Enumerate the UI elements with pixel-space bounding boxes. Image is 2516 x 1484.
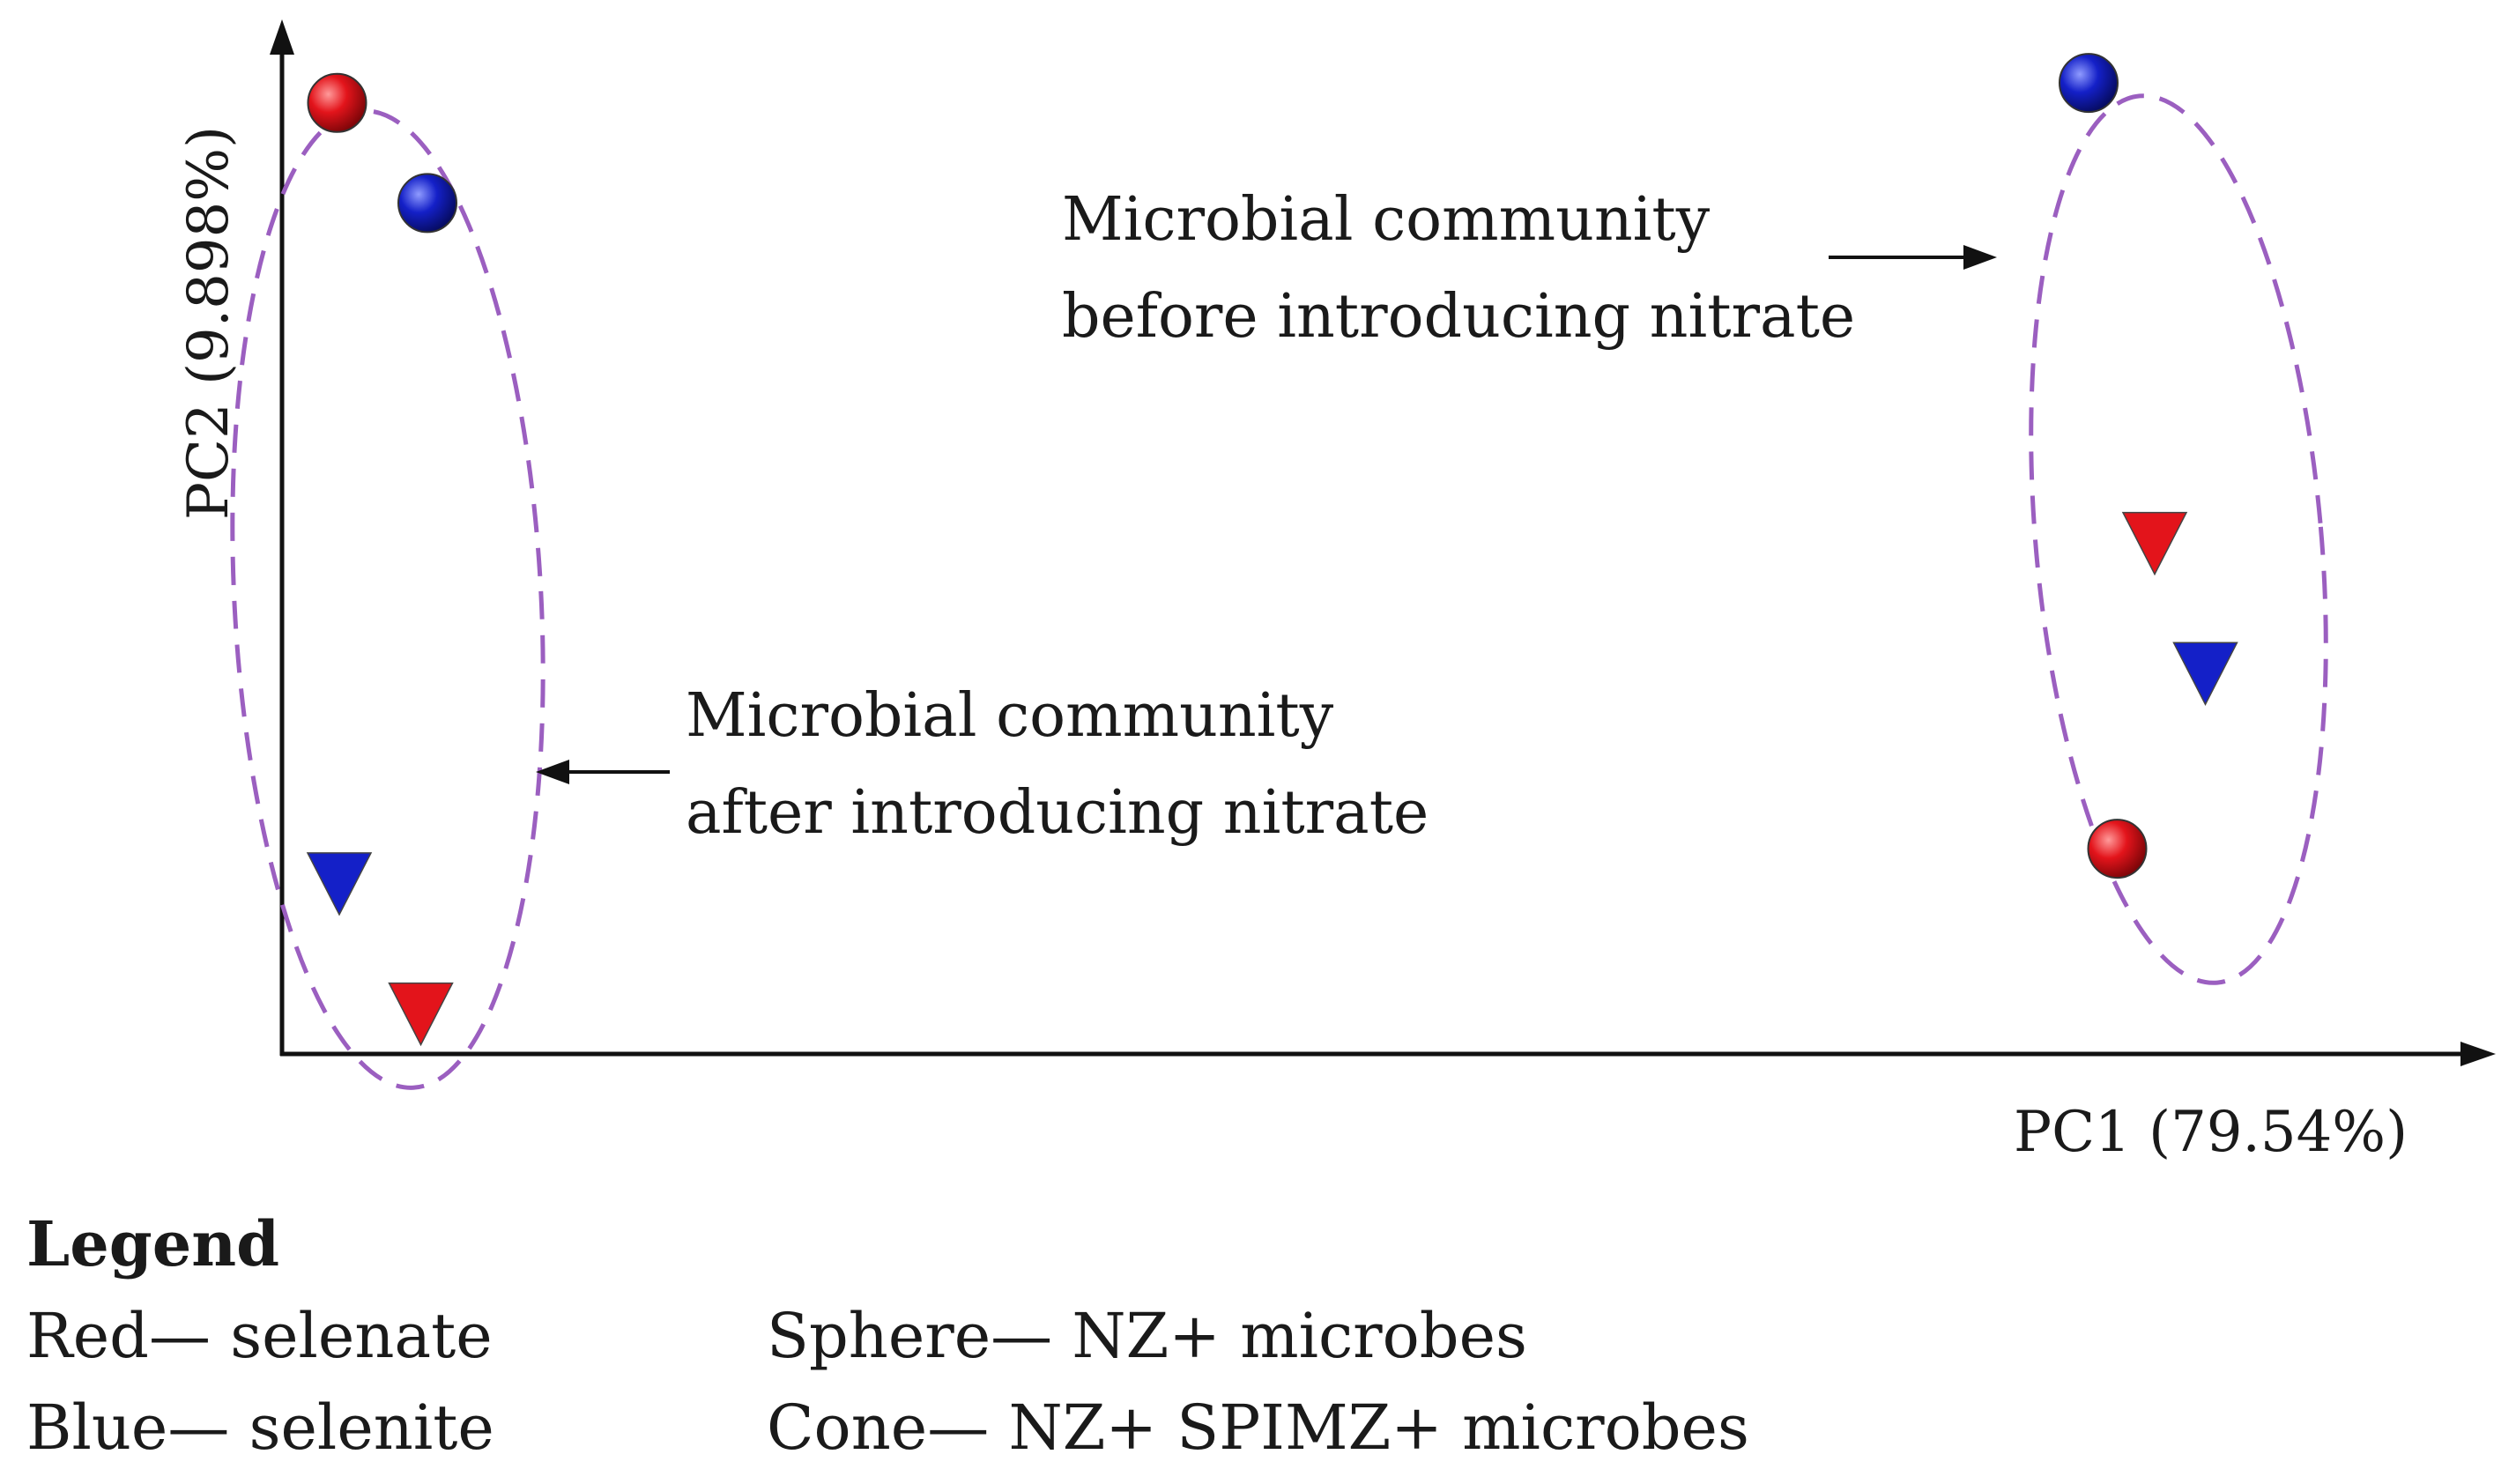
annotation-before-line2: before introducing nitrate: [1062, 282, 1855, 352]
annotation-before-line1: Microbial community: [1062, 185, 1711, 255]
x-axis-label: PC1 (79.54%): [2014, 1100, 2408, 1165]
legend-shape-sphere: Sphere— NZ+ microbes: [767, 1300, 1527, 1372]
point-after-red-cone: [388, 982, 454, 1047]
annotation-after-line2: after introducing nitrate: [686, 778, 1429, 848]
y-axis-label: PC2 (9.898%): [176, 126, 241, 520]
cluster-before-ellipse: [2029, 93, 2328, 985]
y-axis-arrow: [270, 19, 294, 55]
annotation-after-line1: Microbial community: [686, 681, 1334, 751]
point-after-blue-cone: [306, 852, 373, 916]
legend-color-red: Red— selenate: [26, 1300, 493, 1372]
legend-row: Blue— selenite Cone— NZ+ SPIMZ+ microbes: [26, 1382, 1749, 1473]
data-points: [306, 53, 2238, 1047]
legend-color-blue: Blue— selenite: [26, 1391, 494, 1464]
point-after-red-sphere: [307, 72, 367, 133]
arrow-after-head: [536, 760, 569, 784]
point-after-blue-sphere: [397, 173, 457, 234]
legend-title: Legend: [26, 1207, 280, 1280]
legend-shape-cone: Cone— NZ+ SPIMZ+ microbes: [767, 1391, 1749, 1464]
point-before-blue-cone: [2172, 642, 2238, 706]
x-axis-arrow: [2460, 1042, 2496, 1066]
cluster-after-ellipse: [230, 108, 546, 1090]
arrow-before-head: [1963, 245, 1997, 270]
point-before-red-sphere: [2087, 819, 2148, 879]
point-before-blue-sphere: [2059, 53, 2119, 114]
legend-row: Red— selenate Sphere— NZ+ microbes: [26, 1290, 1749, 1382]
point-before-red-cone: [2121, 511, 2188, 576]
legend: Legend Red— selenate Sphere— NZ+ microbe…: [26, 1198, 1749, 1473]
